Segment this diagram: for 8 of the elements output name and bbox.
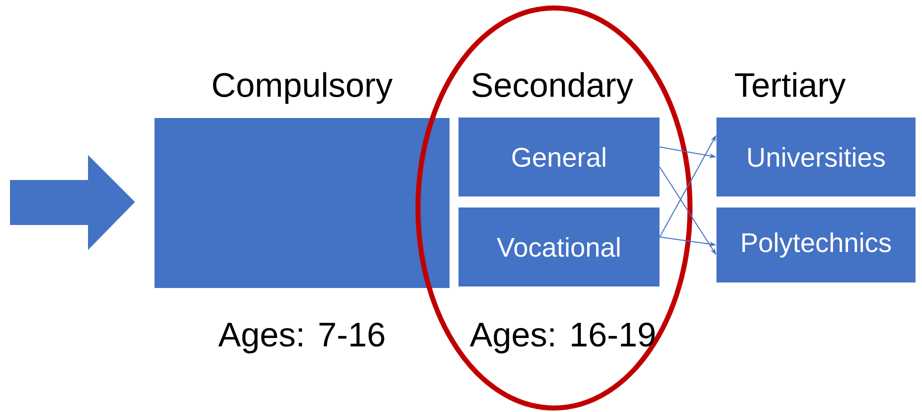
node-label: Compulsory [213, 72, 393, 104]
process-box: General [458, 118, 660, 196]
node-label: Ages: 7-16 [218, 322, 384, 354]
process-box: Universities [716, 118, 916, 196]
heading: Tertiary [735, 72, 846, 104]
block-arrow [10, 155, 135, 250]
process-box: Polytechnics [716, 208, 916, 282]
process-box: Vocational [458, 208, 660, 286]
